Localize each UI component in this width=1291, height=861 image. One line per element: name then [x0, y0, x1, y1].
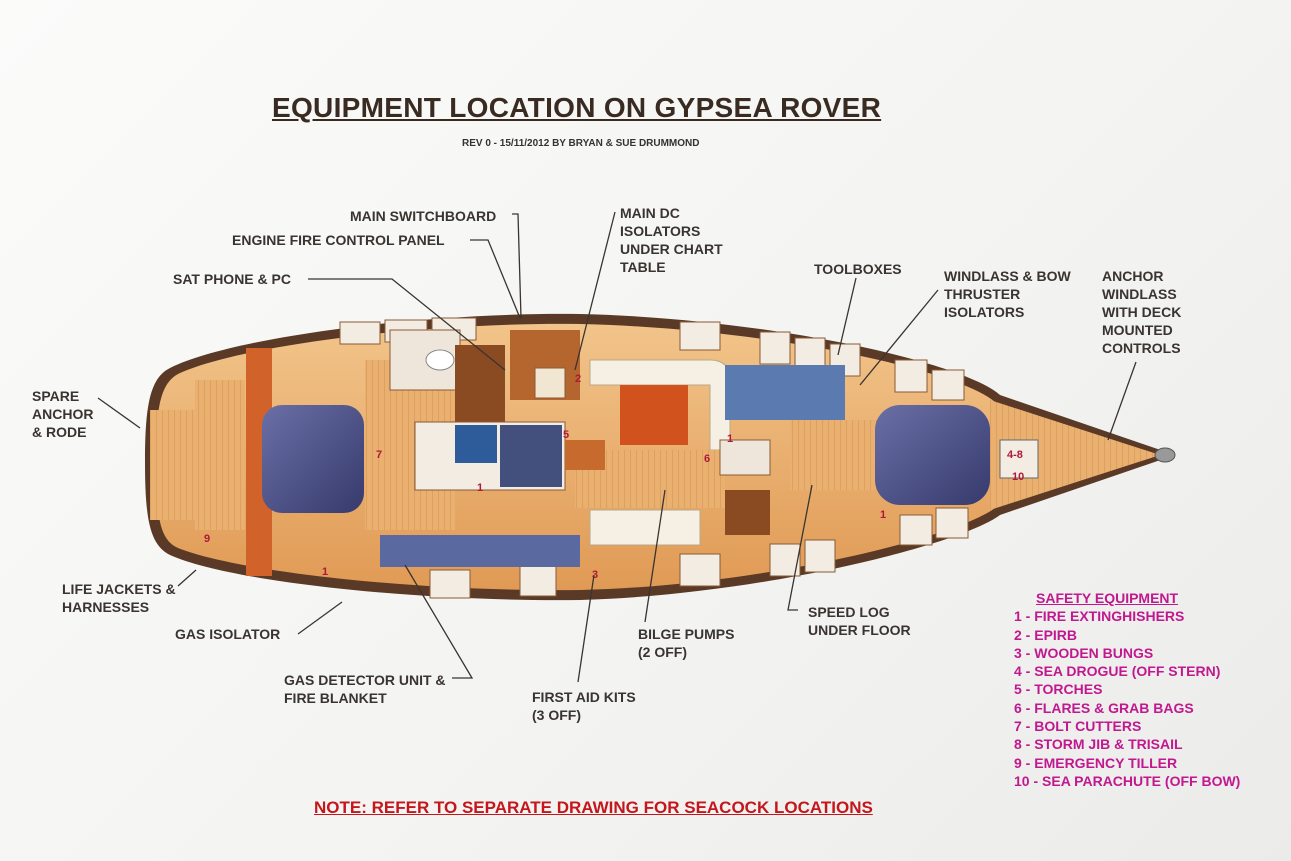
- equipment-markers: 2 7 1 5 1 6 1 4-8 10 9 1 3: [204, 373, 1024, 581]
- marker-5: 5: [563, 429, 569, 441]
- marker-10: 10: [1012, 471, 1024, 483]
- label-speed-log: SPEED LOG UNDER FLOOR: [808, 604, 911, 638]
- safety-item: 3 - WOODEN BUNGS: [1014, 644, 1154, 661]
- aft-berth: [262, 405, 364, 513]
- safety-item: 1 - FIRE EXTINGHISHERS: [1014, 608, 1185, 625]
- page-subtitle: REV 0 - 15/11/2012 BY BRYAN & SUE DRUMMO…: [462, 138, 700, 149]
- label-engine-fire-control: ENGINE FIRE CONTROL PANEL: [232, 232, 445, 248]
- anchor-locker: [999, 439, 1039, 479]
- marker-2: 2: [575, 373, 581, 385]
- marker-9: 9: [204, 533, 210, 545]
- safety-item: 10 - SEA PARACHUTE (OFF BOW): [1014, 772, 1241, 789]
- engine-box: [455, 345, 505, 425]
- safety-item: 5 - TORCHES: [1014, 681, 1103, 698]
- galley-stove: [500, 425, 562, 487]
- safety-equipment-legend: SAFETY EQUIPMENT 1 - FIRE EXTINGHISHERS …: [1014, 589, 1240, 790]
- label-sat-phone: SAT PHONE & PC: [173, 271, 291, 287]
- page-title: EQUIPMENT LOCATION ON GYPSEA ROVER: [272, 92, 882, 123]
- forward-cabin-floor: [790, 420, 880, 490]
- saloon-settee-bottom: [589, 509, 701, 546]
- leader-lines: [97, 211, 1137, 683]
- safety-item: 9 - EMERGENCY TILLER: [1014, 754, 1178, 771]
- label-toolboxes: TOOLBOXES: [814, 261, 902, 277]
- saloon-table: [620, 385, 688, 445]
- safety-item: 6 - FLARES & GRAB BAGS: [1014, 699, 1194, 716]
- forward-locker-bottom: [725, 490, 770, 535]
- marker-6: 6: [704, 453, 710, 465]
- seacock-note: NOTE: REFER TO SEPARATE DRAWING FOR SEAC…: [314, 798, 873, 817]
- marker-4-8: 4-8: [1007, 449, 1023, 461]
- marker-3: 3: [592, 569, 598, 581]
- marker-1-galley: 1: [477, 482, 483, 494]
- safety-item: 4 - SEA DROGUE (OFF STERN): [1014, 663, 1221, 680]
- saloon-step: [565, 440, 605, 470]
- marker-1-aft: 1: [322, 566, 328, 578]
- nav-seat: [534, 367, 566, 399]
- galley-sink-blue: [455, 425, 497, 463]
- label-anchor-windlass: ANCHOR WINDLASS WITH DECK MOUNTED CONTRO…: [1102, 268, 1182, 356]
- marker-1-forward: 1: [880, 509, 886, 521]
- forward-berth: [875, 405, 990, 505]
- label-main-dc-isolators: MAIN DC ISOLATORS UNDER CHART TABLE: [620, 205, 723, 275]
- safety-item: 2 - EPIRB: [1014, 626, 1078, 643]
- forward-settee: [725, 365, 845, 420]
- label-life-jackets: LIFE JACKETS & HARNESSES: [62, 581, 176, 615]
- safety-item: 8 - STORM JIB & TRISAIL: [1014, 736, 1183, 753]
- safety-item: 7 - BOLT CUTTERS: [1014, 718, 1142, 735]
- marker-7: 7: [376, 449, 382, 461]
- label-gas-detector: GAS DETECTOR UNIT & FIRE BLANKET: [284, 672, 446, 706]
- safety-heading: SAFETY EQUIPMENT: [1036, 590, 1179, 606]
- bow-deck: [990, 400, 1160, 510]
- stern-steps: [150, 348, 272, 576]
- label-main-switchboard: MAIN SWITCHBOARD: [350, 208, 497, 224]
- label-first-aid-kits: FIRST AID KITS (3 OFF): [532, 689, 636, 723]
- label-spare-anchor: SPARE ANCHOR & RODE: [32, 388, 94, 440]
- label-windlass-bow-thruster: WINDLASS & BOW THRUSTER ISOLATORS: [944, 268, 1071, 320]
- lockers-bottom: [429, 507, 969, 599]
- label-gas-isolator: GAS ISOLATOR: [175, 626, 281, 642]
- label-bilge-pumps: BILGE PUMPS (2 OFF): [638, 626, 735, 660]
- forward-head: [719, 439, 771, 476]
- galley-bottom-counter: [380, 535, 580, 567]
- marker-1-saloon: 1: [727, 433, 733, 445]
